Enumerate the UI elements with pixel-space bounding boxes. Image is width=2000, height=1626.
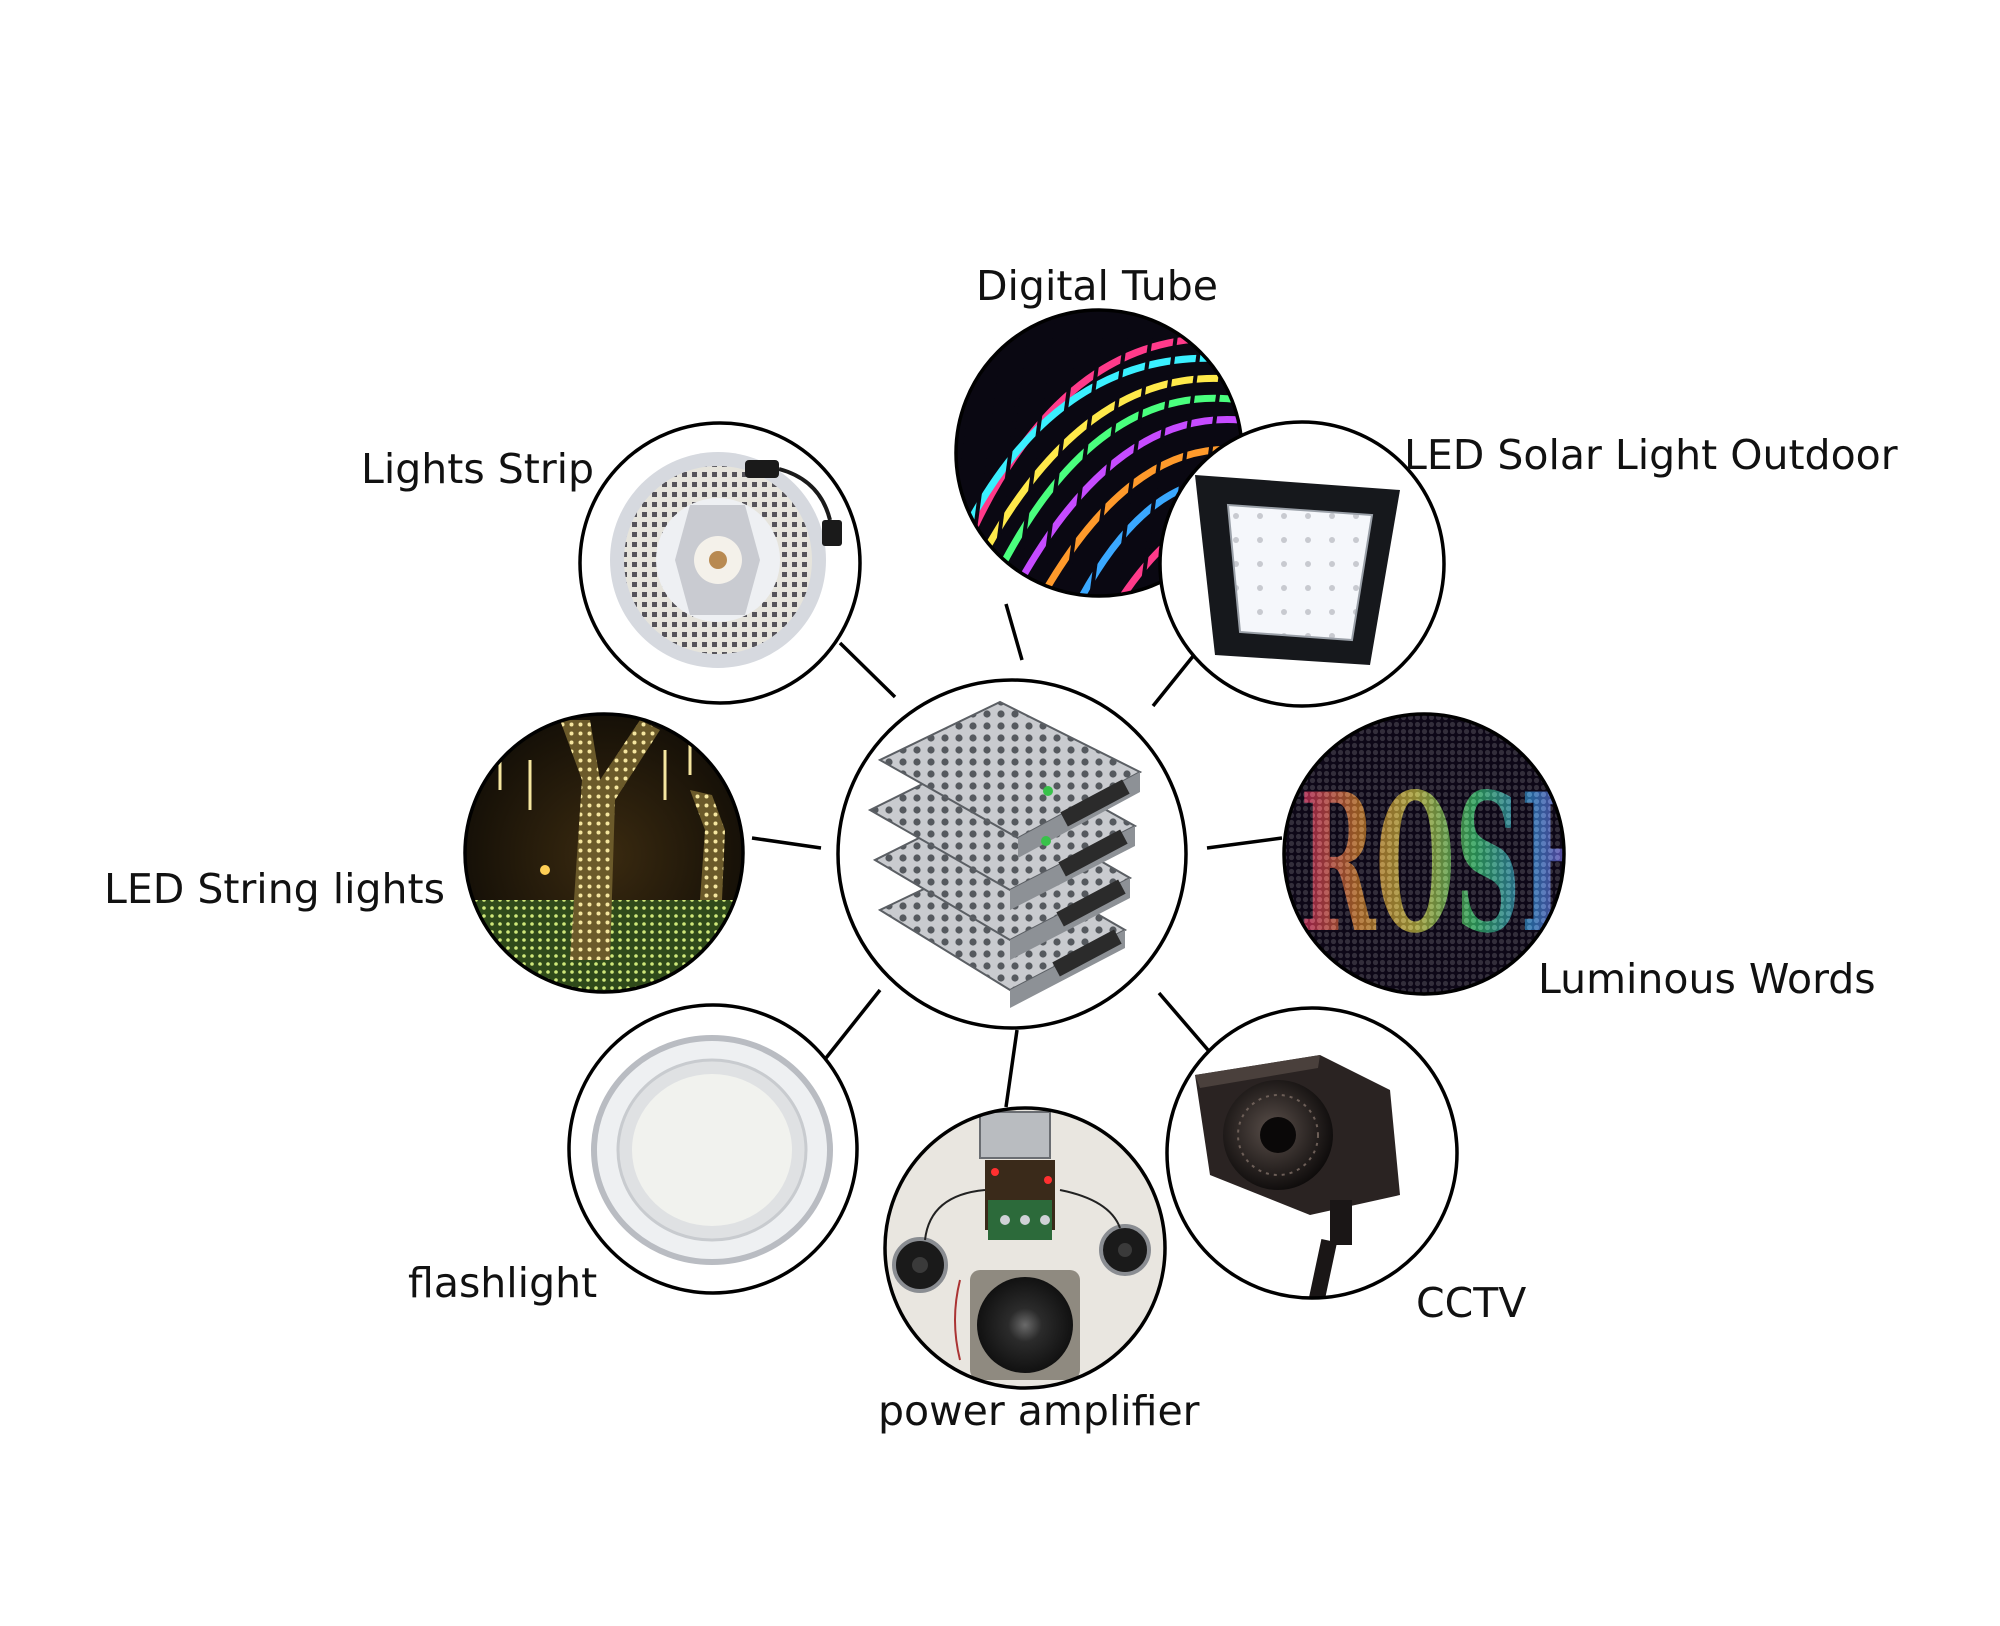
power-amplifier-image [885,1108,1165,1388]
power-amplifier-node: power amplifier [878,1106,1200,1435]
digital-tube-node: Digital Tube [954,262,1244,598]
connector-led-solar-light [1151,653,1196,708]
label-led-solar-light-outdoor: LED Solar Light Outdoor [1404,431,1898,479]
label-digital-tube: Digital Tube [976,262,1218,310]
led-string-lights-node: LED String lights [104,712,745,994]
connector-cctv [1157,991,1210,1052]
lights-strip-circle [578,421,862,705]
connector-lines [751,603,1283,1108]
led-string-lights-circle [463,712,745,994]
label-luminous-words: Luminous Words [1538,955,1876,1003]
connector-luminous-words [1206,836,1283,850]
connector-flashlight [824,988,882,1060]
led-solar-light-circle [1158,420,1446,708]
flashlight-circle [567,1003,859,1295]
connector-digital-tube [1004,603,1024,661]
lights-strip-node: Lights Strip [361,421,862,705]
center-power-supply-node [836,678,1188,1030]
label-cctv: CCTV [1416,1279,1526,1327]
lights-strip-image [580,423,860,703]
power-amplifier-circle [883,1106,1167,1390]
led-solar-light-image [1160,422,1444,706]
cctv-image [1167,1008,1457,1298]
connector-led-string-lights [751,836,822,850]
led-solar-light-node: LED Solar Light Outdoor [1158,420,1898,708]
label-led-string-lights: LED String lights [104,865,445,913]
label-lights-strip: Lights Strip [361,445,594,493]
luminous-words-circle [1282,712,1566,996]
label-flashlight: flashlight [408,1259,597,1307]
power-supply-image [838,680,1186,1028]
digital-tube-image [956,310,1242,596]
connector-lights-strip [838,641,897,699]
cctv-circle [1165,1006,1459,1300]
flashlight-node: flashlight [408,1003,859,1307]
flashlight-image [569,1005,857,1293]
label-power-amplifier: power amplifier [878,1387,1200,1435]
connector-power-amplifier [1004,1029,1019,1108]
center-circle-outline [836,678,1188,1030]
cctv-node: CCTV [1165,1006,1526,1327]
led-string-lights-image [465,714,743,992]
luminous-words-node: ROSE Luminous Words [1282,712,1876,1003]
luminous-words-image: ROSE [1284,714,1564,994]
